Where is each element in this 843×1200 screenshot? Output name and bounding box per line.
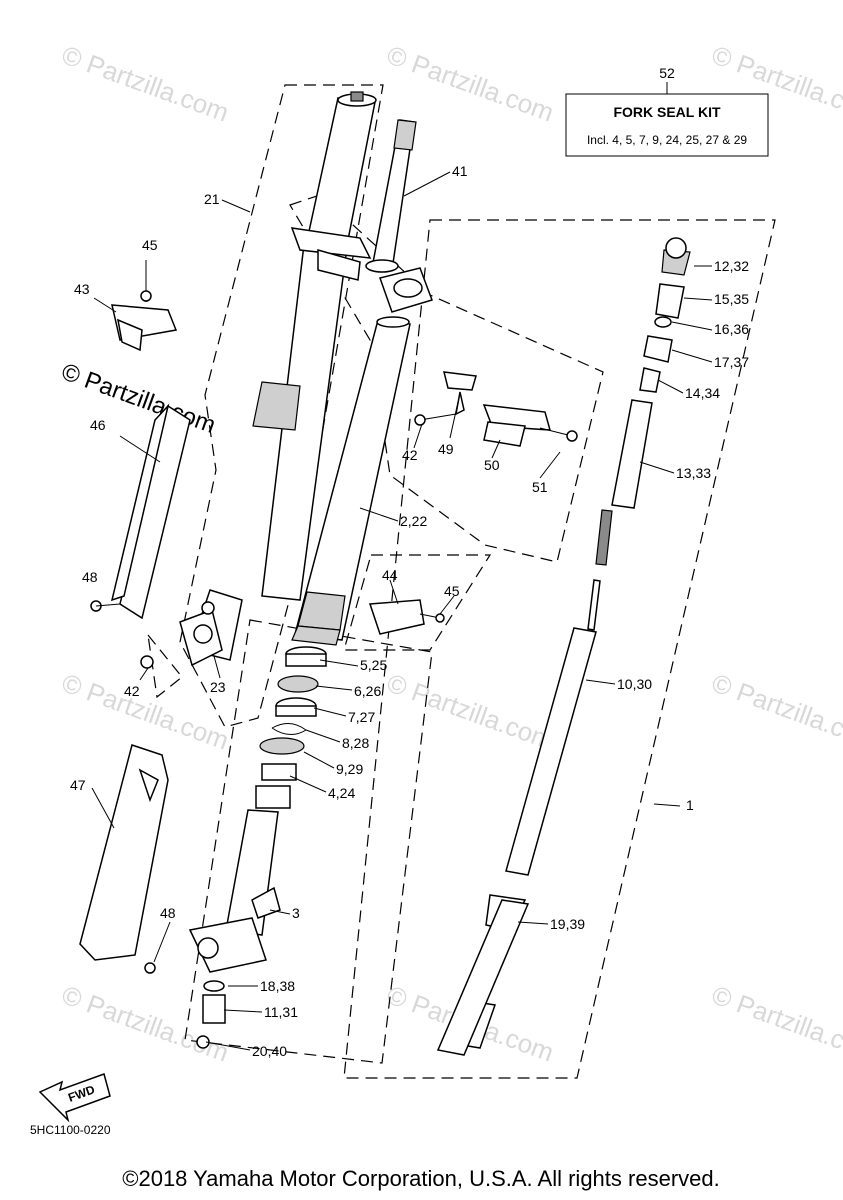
fork-protectors xyxy=(79,403,191,974)
callout-17-37: 17,37 xyxy=(714,354,749,370)
callout-3: 3 xyxy=(292,905,300,921)
callout-44: 44 xyxy=(382,567,398,583)
callout-41: 41 xyxy=(452,163,468,179)
callout-20-40: 20,40 xyxy=(252,1043,287,1059)
callout-9-29: 9,29 xyxy=(336,761,363,777)
callout-4-24: 4,24 xyxy=(328,785,355,801)
callout-7-27: 7,27 xyxy=(348,709,375,725)
callout-48: 48 xyxy=(160,905,176,921)
watermark: © Partzilla.com xyxy=(383,667,558,755)
leader-lines xyxy=(91,171,713,1051)
watermark: © Partzilla.com xyxy=(708,979,843,1067)
watermark: © Partzilla.com xyxy=(708,667,843,755)
callout-5-25: 5,25 xyxy=(360,657,387,673)
watermark: © Partzilla.com xyxy=(58,667,233,755)
callout-45: 45 xyxy=(142,237,158,253)
callout-14-34: 14,34 xyxy=(685,385,720,401)
callout-1: 1 xyxy=(686,797,694,813)
bottom-parts xyxy=(196,980,226,1049)
guard-bracket xyxy=(414,371,578,447)
callout-12-32: 12,32 xyxy=(714,258,749,274)
kit-includes: Incl. 4, 5, 7, 9, 24, 25, 27 & 29 xyxy=(587,133,747,147)
outer-tube xyxy=(291,316,411,646)
callout-15-35: 15,35 xyxy=(714,291,749,307)
callout-42: 42 xyxy=(124,683,140,699)
callout-46: 46 xyxy=(90,417,106,433)
copyright-notice: ©2018 Yamaha Motor Corporation, U.S.A. A… xyxy=(122,1166,719,1191)
damper-assembly xyxy=(436,237,691,1056)
callout-47: 47 xyxy=(70,777,86,793)
callout-43: 43 xyxy=(74,281,90,297)
seal-stack xyxy=(255,646,327,809)
callout-19-39: 19,39 xyxy=(550,916,585,932)
callout-21: 21 xyxy=(204,191,220,207)
callout-13-33: 13,33 xyxy=(676,465,711,481)
fork-assembly-left xyxy=(179,91,377,667)
callout-16-36: 16,36 xyxy=(714,321,749,337)
callout-48: 48 xyxy=(82,569,98,585)
clamps xyxy=(111,260,445,635)
kit-number: 52 xyxy=(659,65,675,81)
watermark: © Partzilla.com xyxy=(58,39,233,127)
callout-8-28: 8,28 xyxy=(342,735,369,751)
callout-50: 50 xyxy=(484,457,500,473)
callout-49: 49 xyxy=(438,441,454,457)
fwd-arrow: FWD xyxy=(38,1073,111,1123)
steering-stem xyxy=(365,119,433,313)
callout-2-22: 2,22 xyxy=(400,513,427,529)
callout-10-30: 10,30 xyxy=(617,676,652,692)
callout-51: 51 xyxy=(532,479,548,495)
diagram-code: 5HC1100-0220 xyxy=(30,1123,111,1137)
callout-23: 23 xyxy=(210,679,226,695)
watermark: © Partzilla.com xyxy=(383,39,558,127)
callout-45: 45 xyxy=(444,583,460,599)
kit-title: FORK SEAL KIT xyxy=(613,104,721,120)
fork-seal-kit-box: 52 FORK SEAL KIT Incl. 4, 5, 7, 9, 24, 2… xyxy=(565,65,769,157)
callout-42: 42 xyxy=(402,447,418,463)
callout-6-26: 6,26 xyxy=(354,683,381,699)
watermarks: © Partzilla.com © Partzilla.com © Partzi… xyxy=(58,39,843,1067)
inner-tube xyxy=(188,809,281,973)
watermark-large: © Partzilla.com xyxy=(58,358,219,439)
callout-11-31: 11,31 xyxy=(264,1004,298,1020)
callout-labels: 1 2,22 3 4,24 5,25 6,26 7,27 8,28 9,29 1… xyxy=(70,163,749,1059)
callout-18-38: 18,38 xyxy=(260,978,295,994)
